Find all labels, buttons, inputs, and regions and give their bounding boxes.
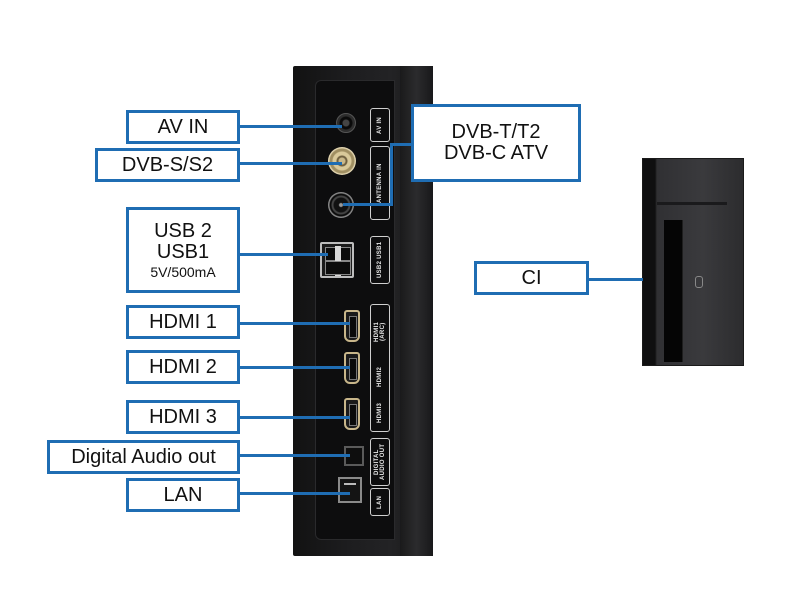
callout-ci: CI [474,261,589,295]
callout-dvb-s: DVB-S/S2 [95,148,240,182]
callout-usb: USB 2 USB1 5V/500mA [126,207,240,293]
leader-dvb-t-h2 [390,143,412,146]
callout-text: USB 2 [154,219,212,242]
callout-text: USB1 [156,240,210,263]
callout-text: HDMI 3 [149,405,217,428]
silk-usb: USB2 USB1 [370,236,390,284]
lan-port [338,477,362,503]
ci-side-panel [642,158,744,366]
ci-slot [664,220,683,362]
hdmi3-port [344,398,360,430]
silk-av-in: AV IN [370,108,390,142]
leader-hdmi1 [240,322,350,325]
leader-lan [240,492,350,495]
silk-hdmi3: HDMI3 [377,402,383,423]
silk-hdmi2: HDMI2 [377,366,383,387]
callout-digital-audio: Digital Audio out [47,440,240,474]
ci-ledge [657,202,727,205]
leader-hdmi2 [240,366,350,369]
leader-dvb-t-h1 [343,203,393,206]
leader-usb [240,253,328,256]
silk-digital-audio: DIGITAL AUDIO OUT [370,438,390,486]
silk-hdmi: HDMI3 HDMI2 HDMI1 (ARC) [370,304,390,432]
callout-lan: LAN [126,478,240,512]
usb-ports [320,242,354,278]
callout-text: CI [521,266,542,289]
hdmi1-port [344,310,360,342]
leader-av-in [240,125,342,128]
callout-text: Digital Audio out [71,445,216,468]
callout-hdmi2: HDMI 2 [126,350,240,384]
callout-dvb-t: DVB-T/T2 DVB-C ATV [411,104,581,182]
callout-text: HDMI 2 [149,355,217,378]
callout-subtext: 5V/500mA [150,263,216,280]
callout-hdmi1: HDMI 1 [126,305,240,339]
leader-dvb-s [240,162,342,165]
leader-dvb-t-v [390,143,393,206]
leader-ci [587,278,643,281]
silk-lan: LAN [370,488,390,516]
satellite-f-connector [328,147,356,175]
callout-hdmi3: HDMI 3 [126,400,240,434]
silk-antenna-in: ANTENNA IN [370,146,390,220]
leader-digital-audio [240,454,350,457]
leader-hdmi3 [240,416,350,419]
callout-text: HDMI 1 [149,310,217,333]
ci-mark [695,276,703,288]
callout-text: DVB-S/S2 [121,153,214,176]
av-in-jack [336,113,356,133]
callout-text: LAN [163,483,203,506]
callout-text: DVB-T/T2 [451,121,541,143]
callout-text: DVB-C ATV [443,142,549,164]
silk-hdmi1: HDMI1 (ARC) [374,321,386,342]
callout-av-in: AV IN [126,110,240,144]
callout-text: AV IN [157,115,209,138]
